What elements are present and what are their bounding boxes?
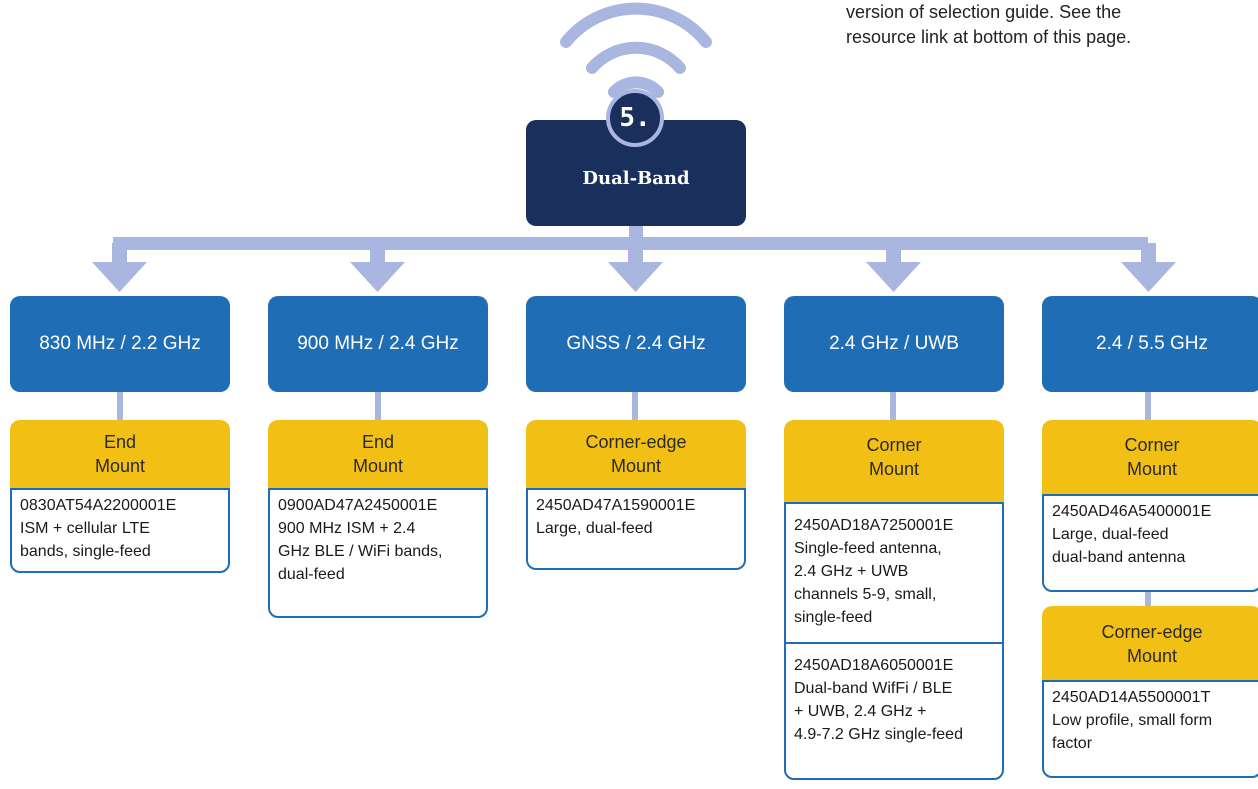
mount-label-line-1: Corner: [866, 435, 922, 455]
part-number: 2450AD46A5400001E: [1052, 503, 1212, 520]
mount-node-corner-edge: Corner-edge Mount: [1042, 606, 1258, 680]
part-description: channels 5-9, small,: [794, 586, 937, 603]
arrow-col-4: [866, 243, 921, 292]
part-description: Large, dual-feed: [1052, 526, 1169, 543]
arrow-col-1: [92, 243, 147, 292]
part-description: bands, single-feed: [20, 543, 151, 560]
part-card-2450AD46A5400001E: 2450AD46A5400001E Large, dual-feed dual-…: [1042, 494, 1258, 592]
part-description: + UWB, 2.4 GHz +: [794, 703, 927, 720]
mount-label-line-1: Corner: [1124, 435, 1180, 455]
part-card-0830AT54A2200001E: 0830AT54A2200001E ISM + cellular LTE ban…: [10, 488, 230, 573]
band-label: GNSS / 2.4 GHz: [566, 333, 706, 354]
note-line-1: version of selection guide. See the: [846, 2, 1122, 22]
band-label: 2.4 GHz / UWB: [829, 333, 959, 354]
mount-label-line-2: Mount: [94, 456, 146, 476]
part-description: factor: [1052, 735, 1093, 752]
part-description: Single-feed antenna,: [794, 540, 942, 557]
arrow-col-2: [350, 243, 405, 292]
part-number: 2450AD18A7250001E: [794, 517, 954, 534]
band-label: 830 MHz / 2.2 GHz: [39, 333, 201, 354]
mount-node-corner: Corner Mount: [784, 420, 1004, 502]
mount-node-end: End Mount: [268, 420, 488, 488]
band-label: 2.4 / 5.5 GHz: [1096, 333, 1208, 354]
mount-node-corner-edge: Corner-edge Mount: [526, 420, 746, 488]
part-description: dual-feed: [278, 566, 345, 583]
mount-label-line-1: End: [361, 432, 395, 452]
mount-label-line-2: Mount: [352, 456, 404, 476]
band-label: 900 MHz / 2.4 GHz: [297, 333, 459, 354]
part-description: ISM + cellular LTE: [20, 520, 150, 537]
wifi-signal-icon: [560, 2, 712, 98]
part-description: GHz BLE / WiFi bands,: [278, 543, 443, 560]
note-line-2: resource link at bottom of this page.: [846, 27, 1132, 47]
arrow-col-3: [608, 243, 663, 292]
band-node-2-4-5-5ghz: 2.4 / 5.5 GHz: [1042, 296, 1258, 392]
root-label: Dual-Band: [582, 168, 690, 189]
band-node-830mhz-2-2ghz: 830 MHz / 2.2 GHz: [10, 296, 230, 392]
mount-label-line-2: Mount: [610, 456, 662, 476]
mount-label-line-2: Mount: [1126, 459, 1178, 479]
part-description: Large, dual-feed: [536, 520, 653, 537]
mount-label-line-1: Corner-edge: [585, 432, 687, 452]
mount-label-line-1: Corner-edge: [1101, 622, 1203, 642]
part-number: 0830AT54A2200001E: [20, 497, 177, 514]
part-number: 2450AD18A6050001E: [794, 657, 954, 674]
mount-node-end: End Mount: [10, 420, 230, 488]
part-card-0900AD47A2450001E: 0900AD47A2450001E 900 MHz ISM + 2.4 GHz …: [268, 488, 488, 618]
part-card-2450AD18A7250001E: 2450AD18A7250001E Single-feed antenna, 2…: [784, 502, 1004, 644]
part-card-2450AD18A6050001E: 2450AD18A6050001E Dual-band WifFi / BLE …: [784, 642, 1004, 780]
arrow-col-5: [1121, 243, 1176, 292]
part-description: 900 MHz ISM + 2.4: [278, 520, 416, 537]
part-number: 2450AD14A5500001T: [1052, 689, 1211, 706]
part-description: single-feed: [794, 609, 873, 626]
step-number-badge: 5.: [606, 89, 664, 147]
band-node-2-4ghz-uwb: 2.4 GHz / UWB: [784, 296, 1004, 392]
part-description: 4.9-7.2 GHz single-feed: [794, 726, 963, 743]
band-node-900mhz-2-4ghz: 900 MHz / 2.4 GHz: [268, 296, 488, 392]
part-number: 2450AD47A1590001E: [536, 497, 696, 514]
band-node-gnss-2-4ghz: GNSS / 2.4 GHz: [526, 296, 746, 392]
part-description: dual-band antenna: [1052, 549, 1186, 566]
part-card-2450AD47A1590001E: 2450AD47A1590001E Large, dual-feed: [526, 488, 746, 570]
part-description: Low profile, small form: [1052, 712, 1213, 729]
part-description: 2.4 GHz + UWB: [794, 563, 909, 580]
mount-label-line-2: Mount: [868, 459, 920, 479]
mount-label-line-2: Mount: [1126, 646, 1178, 666]
part-card-2450AD14A5500001T: 2450AD14A5500001T Low profile, small for…: [1042, 680, 1258, 778]
part-description: Dual-band WifFi / BLE: [794, 680, 953, 697]
part-number: 0900AD47A2450001E: [278, 497, 438, 514]
resource-note: version of selection guide. See the reso…: [846, 0, 1246, 50]
mount-node-corner: Corner Mount: [1042, 420, 1258, 494]
mount-label-line-1: End: [103, 432, 137, 452]
